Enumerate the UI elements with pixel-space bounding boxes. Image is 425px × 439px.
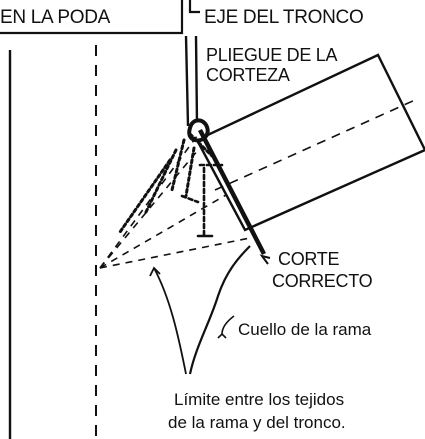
label-correct-cut-line2: CORRECTO <box>272 271 373 291</box>
collar-hatching <box>118 132 214 234</box>
angle-markers <box>180 163 224 238</box>
limit-leader <box>153 267 187 375</box>
trunk-outline <box>8 35 199 439</box>
collar-arrowhead <box>217 332 227 339</box>
collar-label-leader <box>221 315 235 335</box>
label-tissue-limit-line1: Límite entre los tejidos <box>174 390 345 409</box>
label-poda: EN LA PODA <box>0 7 110 28</box>
branch-axis <box>214 99 416 191</box>
label-correct-cut-line1: CORTE <box>278 249 340 269</box>
correct-cut-line <box>198 128 266 256</box>
label-frame-lines <box>0 0 200 35</box>
label-bark-ridge-line1: PLIEGUE DE LA <box>206 45 338 65</box>
label-trunk-axis: EJE DEL TRONCO <box>204 7 364 28</box>
collar-leader <box>188 245 251 375</box>
limit-arrowhead <box>149 266 161 277</box>
cut-arrow <box>259 254 271 265</box>
label-branch-collar: Cuello de la rama <box>238 320 372 339</box>
branch-outline <box>195 53 425 232</box>
label-bark-ridge-line2: CORTEZA <box>206 65 290 85</box>
label-tissue-limit-line2: de la rama y del tronco. <box>168 413 346 432</box>
